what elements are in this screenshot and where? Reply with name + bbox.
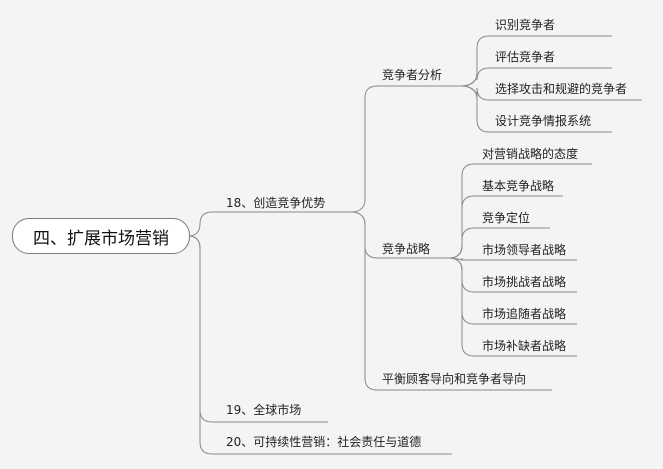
- edge-strategy-leaf-2: [449, 227, 550, 259]
- leaf-nicher-strategy[interactable]: 市场补缺者战略: [482, 339, 567, 353]
- edge-strategy-leaf-6: [449, 257, 577, 357]
- branch-balance-orientation[interactable]: 平衡顾客导向和竞争者导向: [382, 372, 527, 386]
- branch-competitor-analysis[interactable]: 竞争者分析: [382, 68, 443, 82]
- edge-root-sustainable: [188, 235, 452, 455]
- edge-root-advantage: [188, 211, 352, 237]
- leaf-strategy-attitude[interactable]: 对营销战略的态度: [482, 147, 579, 161]
- root-label: 四、扩展市场营销: [33, 228, 169, 249]
- branch-sustainable-marketing[interactable]: 20、可持续性营销：社会责任与道德: [226, 435, 422, 449]
- root-node[interactable]: 四、扩展市场营销: [12, 218, 190, 254]
- leaf-select-competitors[interactable]: 选择攻击和规避的竞争者: [495, 82, 628, 96]
- edge-root-global: [188, 235, 328, 423]
- edge-strategy-leaf-3: [449, 257, 577, 261]
- leaf-assess-competitors[interactable]: 评估竞争者: [495, 50, 556, 64]
- branch-global-market[interactable]: 19、全球市场: [226, 403, 302, 417]
- edge-analysis-leaf-1: [461, 67, 612, 87]
- edge-advantage-balance: [351, 211, 552, 391]
- edge-analysis-leaf-3: [461, 85, 612, 133]
- leaf-leader-strategy[interactable]: 市场领导者战略: [482, 243, 567, 257]
- leaf-follower-strategy[interactable]: 市场追随者战略: [482, 307, 567, 321]
- leaf-challenger-strategy[interactable]: 市场挑战者战略: [482, 275, 567, 289]
- leaf-identify-competitors[interactable]: 识别竞争者: [495, 18, 556, 32]
- branch-competitive-strategy[interactable]: 竞争战略: [382, 242, 431, 256]
- edge-advantage-analysis: [351, 85, 462, 213]
- leaf-basic-strategy[interactable]: 基本竞争战略: [482, 179, 555, 193]
- leaf-positioning[interactable]: 竞争定位: [482, 211, 531, 225]
- leaf-intelligence-system[interactable]: 设计竞争情报系统: [495, 114, 592, 128]
- branch-create-advantage[interactable]: 18、创造竞争优势: [226, 196, 326, 210]
